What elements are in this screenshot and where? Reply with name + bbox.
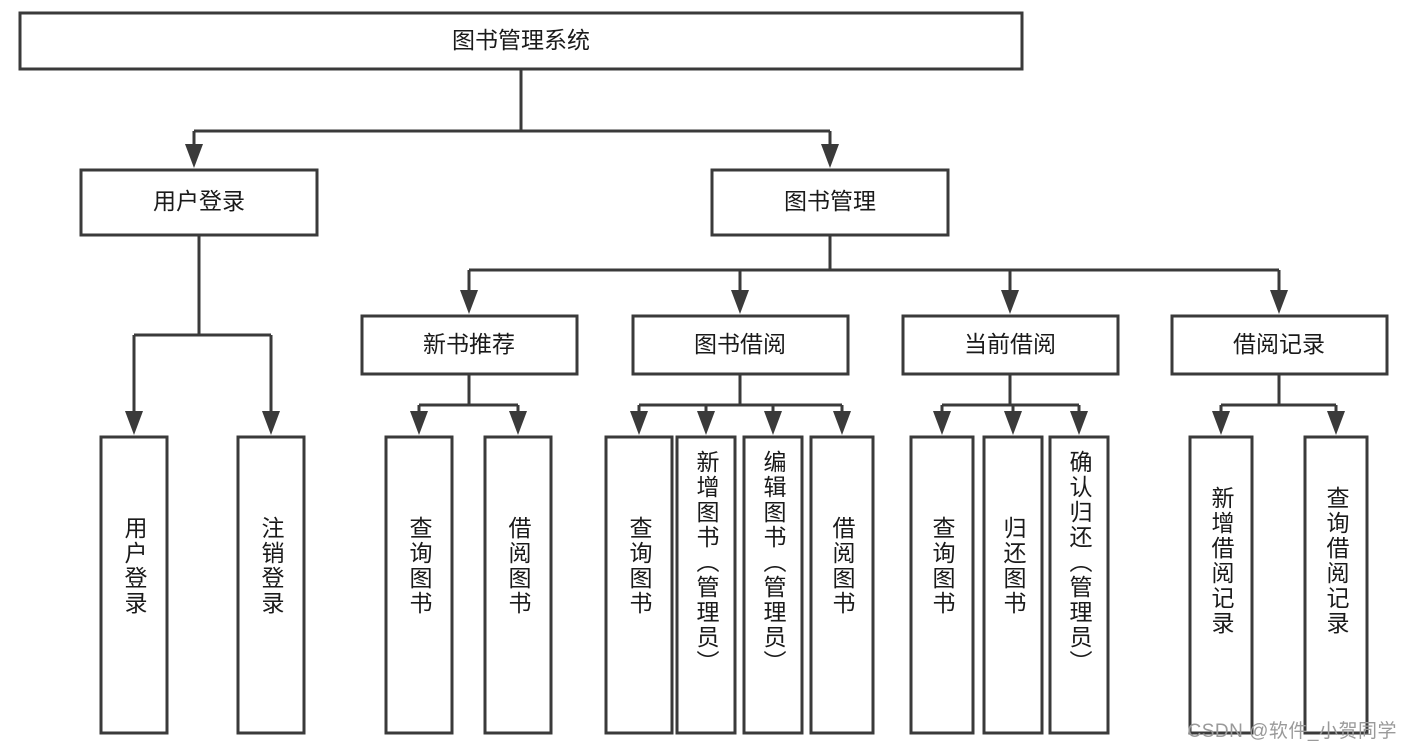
arrow-head-leaf-edit-book — [764, 411, 782, 435]
arrow-head-new-book-rec — [460, 290, 478, 314]
leaf-return-book[interactable]: 归还图书 — [982, 435, 1044, 735]
leaf-query-borrow-record-box — [1303, 435, 1369, 735]
arrow-head-leaf-add-record — [1212, 411, 1230, 435]
node-book-borrow[interactable]: 图书借阅 — [631, 314, 850, 376]
leaf-edit-book-admin-label: 编辑图书（管理员） — [760, 450, 787, 675]
arrow-head-leaf-query-book-1 — [410, 411, 428, 435]
connector-group-borrow-record — [1212, 374, 1345, 435]
leaf-add-book-admin-box — [675, 435, 737, 735]
arrow-head-leaf-query-book-2 — [630, 411, 648, 435]
leaf-return-book-label: 归还图书 — [1000, 516, 1027, 616]
node-book-manage[interactable]: 图书管理 — [710, 168, 950, 237]
leaf-query-book-borrow-label: 查询图书 — [626, 516, 653, 616]
leaf-add-borrow-record-box — [1188, 435, 1254, 735]
arrow-head-borrow-record — [1270, 290, 1288, 314]
node-root-system[interactable]: 图书管理系统 — [18, 11, 1024, 71]
leaf-logout-label: 注销登录 — [258, 516, 285, 616]
leaf-query-book-current[interactable]: 查询图书 — [909, 435, 975, 735]
connector-group-root — [185, 69, 839, 168]
node-book-borrow-box — [631, 314, 850, 376]
node-new-book-recommend[interactable]: 新书推荐 — [360, 314, 579, 376]
leaf-borrow-book-borrow-label: 借阅图书 — [829, 516, 856, 616]
node-book-borrow-label: 图书借阅 — [694, 331, 786, 357]
leaf-borrow-book-newrec[interactable]: 借阅图书 — [483, 435, 553, 735]
leaf-query-book-borrow[interactable]: 查询图书 — [604, 435, 674, 735]
leaf-query-book-newrec-label: 查询图书 — [406, 516, 433, 616]
arrow-head-leaf-query-book-3 — [933, 411, 951, 435]
leaf-user-login[interactable]: 用户登录 — [99, 435, 169, 735]
arrow-head-leaf-query-record — [1327, 411, 1345, 435]
connector-group-new-book-rec — [410, 374, 527, 435]
leaf-add-borrow-record-label: 新增借阅记录 — [1208, 486, 1235, 636]
leaf-borrow-book-borrow-box — [809, 435, 875, 735]
leaf-query-borrow-record-label: 查询借阅记录 — [1323, 486, 1350, 636]
leaf-edit-book-admin-box — [742, 435, 804, 735]
leaf-query-book-newrec-box — [384, 435, 454, 735]
leaf-logout[interactable]: 注销登录 — [236, 435, 306, 735]
leaf-query-book-current-box — [909, 435, 975, 735]
leaf-query-borrow-record[interactable]: 查询借阅记录 — [1303, 435, 1369, 735]
node-user-login-box — [79, 168, 319, 237]
node-user-login[interactable]: 用户登录 — [79, 168, 319, 237]
leaf-user-login-box — [99, 435, 169, 735]
leaf-logout-box — [236, 435, 306, 735]
node-root-box — [18, 11, 1024, 71]
leaf-query-book-newrec[interactable]: 查询图书 — [384, 435, 454, 735]
node-root-label: 图书管理系统 — [452, 27, 590, 53]
leaf-user-login-label: 用户登录 — [121, 516, 148, 616]
arrow-head-current-borrow — [1001, 290, 1019, 314]
leaf-add-book-admin-label: 新增图书（管理员） — [693, 450, 720, 675]
node-user-login-label: 用户登录 — [153, 188, 245, 214]
leaf-confirm-return-admin[interactable]: 确认归还（管理员） — [1048, 435, 1110, 735]
leaf-borrow-book-newrec-box — [483, 435, 553, 735]
connector-group-book-borrow — [630, 374, 851, 435]
connector-group-current-borrow — [933, 374, 1088, 435]
node-borrow-record-label: 借阅记录 — [1233, 331, 1325, 357]
node-borrow-record[interactable]: 借阅记录 — [1170, 314, 1389, 376]
leaf-return-book-box — [982, 435, 1044, 735]
arrow-head-leaf-return-book — [1004, 411, 1022, 435]
node-current-borrow[interactable]: 当前借阅 — [901, 314, 1120, 376]
leaf-add-book-admin[interactable]: 新增图书（管理员） — [675, 435, 737, 735]
connector-group-book-manage — [460, 235, 1288, 314]
arrow-head-leaf-logout — [262, 411, 280, 435]
arrow-head-leaf-add-book — [697, 411, 715, 435]
arrow-head-leaf-confirm-return — [1070, 411, 1088, 435]
leaf-add-borrow-record[interactable]: 新增借阅记录 — [1188, 435, 1254, 735]
arrow-head-book-manage — [821, 144, 839, 168]
node-book-manage-label: 图书管理 — [784, 188, 876, 214]
node-new-book-recommend-label: 新书推荐 — [423, 331, 515, 357]
node-new-book-recommend-box — [360, 314, 579, 376]
connector-group-user-login — [125, 235, 280, 435]
arrow-head-book-borrow — [731, 290, 749, 314]
leaf-query-book-borrow-box — [604, 435, 674, 735]
leaf-confirm-return-admin-label: 确认归还（管理员） — [1066, 450, 1093, 675]
leaf-confirm-return-admin-box — [1048, 435, 1110, 735]
node-current-borrow-box — [901, 314, 1120, 376]
node-borrow-record-box — [1170, 314, 1389, 376]
arrow-head-leaf-borrow-book-1 — [509, 411, 527, 435]
arrow-head-leaf-borrow-book-2 — [833, 411, 851, 435]
node-current-borrow-label: 当前借阅 — [964, 331, 1056, 357]
leaf-query-book-current-label: 查询图书 — [929, 516, 956, 616]
leaf-borrow-book-newrec-label: 借阅图书 — [505, 516, 532, 616]
arrow-head-user-login — [185, 144, 203, 168]
node-book-manage-box — [710, 168, 950, 237]
leaf-edit-book-admin[interactable]: 编辑图书（管理员） — [742, 435, 804, 735]
arrow-head-leaf-user-login — [125, 411, 143, 435]
leaf-borrow-book-borrow[interactable]: 借阅图书 — [809, 435, 875, 735]
